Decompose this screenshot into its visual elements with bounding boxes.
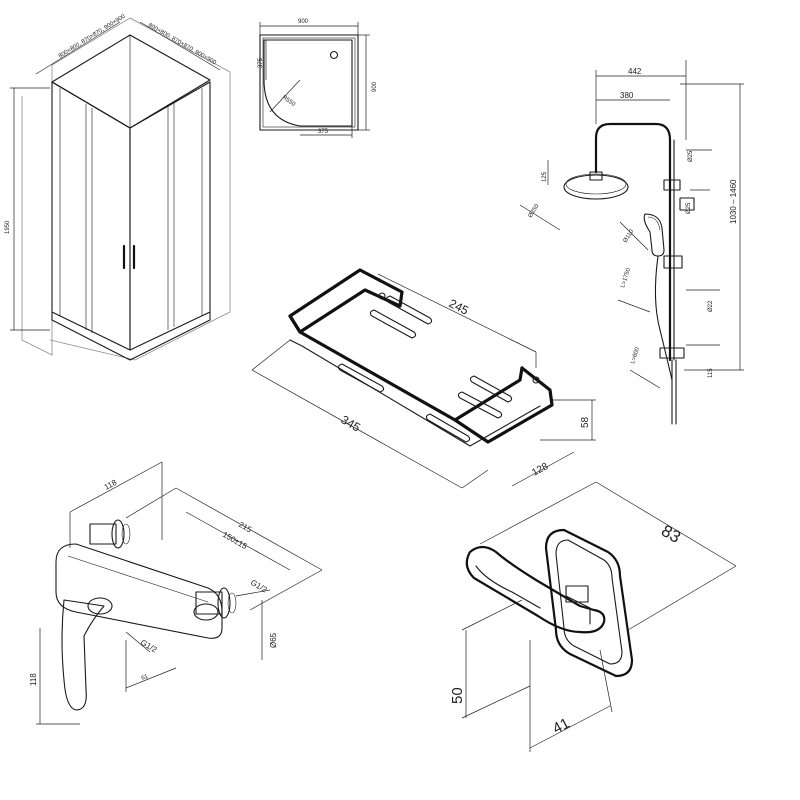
hook-height-label: 50 (449, 687, 466, 704)
tray-drain-y-label: 375 (258, 57, 264, 68)
basket-mount-hole-left (378, 292, 386, 300)
arm-total-label: 442 (628, 67, 642, 76)
enclosure-front-right-panel (129, 81, 211, 351)
mixer-inlet-right (195, 591, 223, 615)
mixer-body (55, 543, 223, 639)
shower-head (563, 174, 629, 200)
hose-lower-label: L=600 (630, 346, 641, 365)
tray-inner-quadrant (263, 39, 353, 127)
shower-tray-plan: 900 900 375 375 R550 (258, 19, 378, 138)
shower-mixer-drawing: 118 215 150±15 G1/2 G1/2 Ø65 61 118 (29, 461, 323, 725)
basket-length-dimension (251, 369, 463, 489)
basket-mount-hole-right (532, 376, 540, 384)
spacing-label: Ø22 (708, 300, 714, 312)
tray-width-label: 900 (298, 19, 309, 25)
enclosure-top-outline (51, 17, 231, 95)
shower-enclosure-drawing: 1950 800×800, 870×870, 900×900 800×800, … (5, 13, 231, 361)
tray-drain (329, 50, 339, 60)
mixer-lever (61, 599, 105, 711)
basket-inner-length-label: 245 (447, 296, 471, 318)
basket-length-label: 345 (339, 412, 364, 434)
basket-slot-1 (369, 309, 417, 339)
shower-system-drawing: 442 380 125 Ø250 Ø110 Ø25 Ø25 1030 – 146… (519, 60, 744, 425)
robe-hook-drawing: 83 50 41 (449, 481, 737, 752)
enclosure-floor-outline (49, 95, 231, 361)
mixer-depth-label: 118 (103, 478, 119, 492)
tray-radius-label: R550 (281, 95, 297, 109)
hook-width-label: 41 (550, 715, 573, 738)
shower-arm (594, 122, 672, 174)
mixer-offset-label: 61 (141, 674, 150, 682)
tray-drain-x-label: 375 (318, 129, 329, 135)
basket-slot-2 (385, 295, 433, 325)
enclosure-top-left-label: 800×800, 870×870, 900×900 (58, 13, 127, 59)
hook-depth-label: 83 (658, 521, 684, 547)
height-range-label: 1030 – 1460 (729, 179, 738, 224)
mixer-cartridge (87, 597, 113, 615)
basket-slot-4 (469, 375, 513, 403)
tray-outline (259, 34, 359, 131)
shower-hose (654, 255, 673, 381)
mixer-diameter-label: Ø65 (269, 632, 278, 648)
mixer-centers-label: 150±15 (221, 530, 249, 551)
mixer-width-label: 215 (237, 520, 254, 535)
basket-slot-5 (337, 363, 385, 393)
hand-shower (643, 213, 665, 257)
basket-rim-front (288, 314, 524, 422)
enclosure-left-wall (21, 95, 53, 356)
basket-height-label: 58 (580, 416, 591, 428)
shower-basket-drawing: 345 245 58 128 (251, 268, 596, 489)
basket-rim-right (453, 366, 554, 444)
mixer-inlet-left (89, 523, 117, 545)
mixer-height-label: 118 (29, 673, 38, 686)
basket-depth-label: 128 (530, 461, 550, 479)
mixer-thread-left-label: G1/2 (139, 638, 159, 655)
shower-slider (663, 255, 683, 269)
outlet-label: 115 (708, 368, 714, 378)
bracket-label: Ø25 (686, 202, 692, 214)
basket-slot-6 (425, 413, 471, 443)
enclosure-front-left-panel (51, 81, 131, 351)
hook-neck (565, 585, 589, 603)
basket-slot-3 (457, 391, 503, 419)
tray-height-label: 900 (372, 81, 378, 92)
enclosure-height-label: 1950 (5, 220, 11, 234)
arm-reach-label: 380 (620, 91, 634, 100)
hook-arm (465, 545, 606, 634)
enclosure-top-right-label: 800×800, 870×870, 900×900 (147, 23, 217, 67)
handshower-diameter-label: Ø110 (623, 228, 636, 244)
bar-top-label: Ø25 (688, 150, 694, 162)
hose-upper-label: L=1750 (620, 267, 632, 289)
head-height-label: 125 (542, 171, 548, 182)
hook-back-plate (544, 528, 634, 678)
